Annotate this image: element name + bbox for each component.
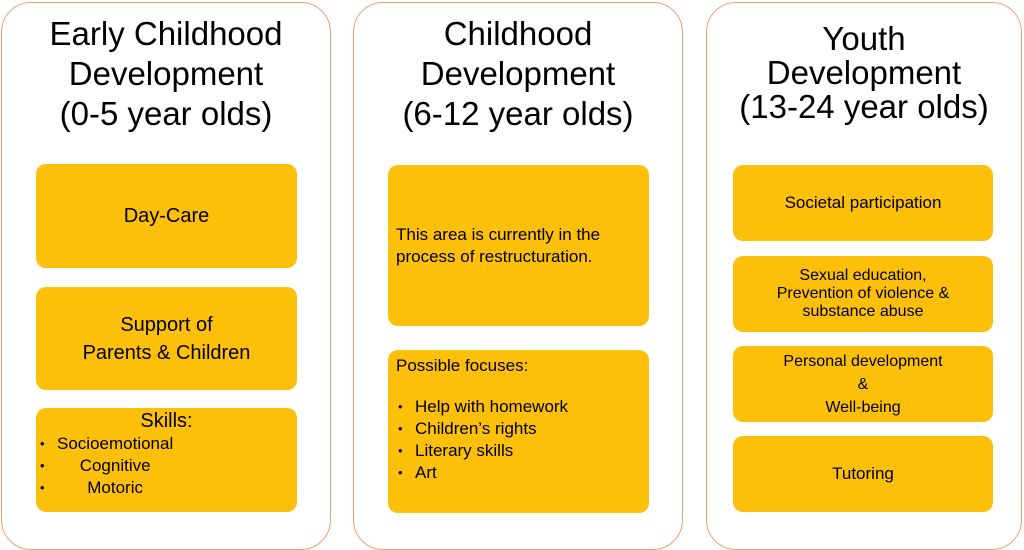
column-title: Early Childhood Development (0-5 year ol…	[2, 14, 330, 134]
column-title: Youth Development (13-24 year olds)	[707, 22, 1021, 124]
title-line: (6-12 year olds)	[402, 95, 634, 132]
column-early-childhood: Early Childhood Development (0-5 year ol…	[1, 2, 331, 550]
daycare-box: Day-Care	[36, 164, 297, 268]
box-label: Support of	[120, 313, 213, 336]
support-box: Support of Parents & Children	[36, 287, 297, 390]
title-line: Development	[420, 55, 616, 92]
skills-list: Socioemotional Cognitive Motoric	[36, 433, 173, 499]
box-label: Day-Care	[123, 205, 210, 227]
skills-box: Skills: Socioemotional Cognitive Motoric	[36, 408, 297, 512]
focuses-heading: Possible focuses:	[396, 356, 529, 375]
box-label: &	[857, 375, 869, 393]
box-text: process of restructuration.	[396, 246, 593, 266]
column-youth: Youth Development (13-24 year olds) Soci…	[706, 2, 1022, 550]
focuses-box: Possible focuses: Help with homework Chi…	[388, 350, 649, 513]
box-label: Parents & Children	[82, 341, 251, 364]
column-title: Childhood Development (6-12 year olds)	[354, 14, 682, 134]
title-line: Development	[766, 54, 962, 91]
box-label: substance abuse	[802, 303, 924, 320]
title-line: Early Childhood	[49, 15, 283, 52]
list-item: Literary skills	[396, 440, 568, 462]
tutoring-box: Tutoring	[733, 436, 993, 512]
sexual-education-box: Sexual education, Prevention of violence…	[733, 256, 993, 332]
list-item: Help with homework	[396, 396, 568, 418]
restructuring-box: This area is currently in the process of…	[388, 165, 649, 326]
box-label: Sexual education,	[799, 267, 927, 284]
list-item: Art	[396, 462, 568, 484]
box-label: Personal development	[783, 352, 943, 370]
box-label: Well-being	[825, 398, 901, 416]
box-label: Prevention of violence &	[776, 285, 950, 302]
societal-participation-box: Societal participation	[733, 165, 993, 241]
personal-development-box: Personal development & Well-being	[733, 346, 993, 422]
box-label: Societal participation	[784, 193, 942, 212]
title-line: Youth	[822, 20, 906, 57]
focuses-list: Help with homework Children’s rights Lit…	[396, 396, 568, 484]
list-item: Socioemotional	[38, 433, 173, 455]
title-line: (0-5 year olds)	[59, 95, 273, 132]
title-line: (13-24 year olds)	[739, 88, 989, 125]
list-item: Motoric	[38, 477, 173, 499]
list-item: Children’s rights	[396, 418, 568, 440]
skills-heading: Skills:	[140, 410, 193, 432]
title-line: Childhood	[443, 15, 593, 52]
title-line: Development	[68, 55, 264, 92]
list-item: Cognitive	[38, 455, 173, 477]
column-childhood: Childhood Development (6-12 year olds) T…	[353, 2, 683, 550]
box-label: Tutoring	[832, 464, 894, 483]
box-text: This area is currently in the	[396, 224, 601, 244]
